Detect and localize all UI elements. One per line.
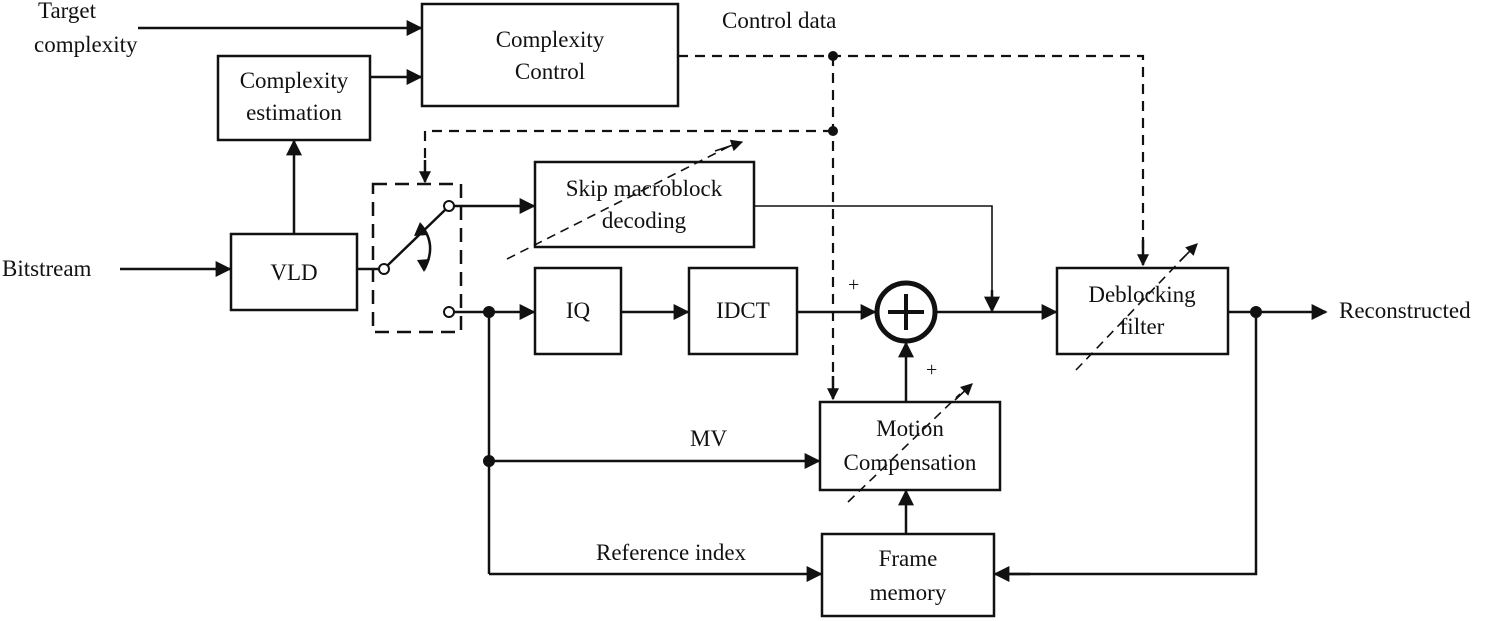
iq-block: IQ — [533, 266, 623, 356]
iq-label: IQ — [566, 298, 591, 323]
complexity-estimation-line-1: Complexity — [240, 68, 349, 93]
plus-sign-top: + — [848, 274, 859, 296]
frame-memory-line-2: memory — [870, 580, 947, 605]
target-complexity-label-2: complexity — [34, 32, 138, 57]
skip-macroblock-line-1: Skip macroblock — [566, 176, 723, 201]
bitstream-label: Bitstream — [2, 256, 92, 281]
idct-block: IDCT — [687, 266, 799, 356]
summing-junction — [874, 280, 938, 344]
junction-dot — [1250, 306, 1262, 318]
skip-to-filter-path — [754, 205, 993, 312]
reference-index-label: Reference index — [596, 540, 747, 565]
skip-macroblock-adjustable-arrow — [506, 145, 731, 260]
frame-memory-block: Frame memory — [820, 532, 996, 618]
reconstructed-label: Reconstructed — [1339, 298, 1471, 323]
complexity-control-block: Complexity Control — [420, 2, 680, 108]
mv-label: MV — [690, 426, 727, 451]
motion-compensation-adjustable-arrow — [847, 393, 961, 503]
junction-dot — [483, 306, 495, 318]
frame-memory-line-1: Frame — [879, 546, 938, 571]
idct-label: IDCT — [716, 298, 770, 323]
complexity-control-line-1: Complexity — [496, 27, 605, 52]
motion-compensation-block: Motion Compensation — [818, 383, 1002, 503]
plus-sign-bottom: + — [926, 359, 937, 381]
control-to-switch-dashed — [423, 129, 833, 164]
deblocking-filter-adjustable-arrow — [1075, 255, 1186, 371]
complexity-estimation-line-2: estimation — [246, 100, 342, 125]
complexity-estimation-block: Complexity estimation — [216, 54, 372, 142]
skip-macroblock-line-2: decoding — [602, 208, 687, 233]
decoding-mode-switch — [371, 182, 463, 334]
vld-block: VLD — [229, 232, 359, 312]
motion-compensation-line-1: Motion — [876, 416, 944, 441]
motion-compensation-line-2: Compensation — [844, 450, 977, 475]
deblocking-filter-line-2: filter — [1120, 314, 1165, 339]
skip-macroblock-block: Skip macroblock decoding — [506, 139, 756, 260]
deblocking-filter-line-1: Deblocking — [1088, 282, 1196, 307]
feedback-path — [996, 312, 1258, 576]
control-data-label: Control data — [722, 8, 836, 33]
junction-dot — [483, 455, 495, 467]
vld-label: VLD — [270, 260, 317, 285]
complexity-control-line-2: Control — [515, 59, 585, 84]
target-complexity-label-1: Target — [38, 0, 97, 23]
